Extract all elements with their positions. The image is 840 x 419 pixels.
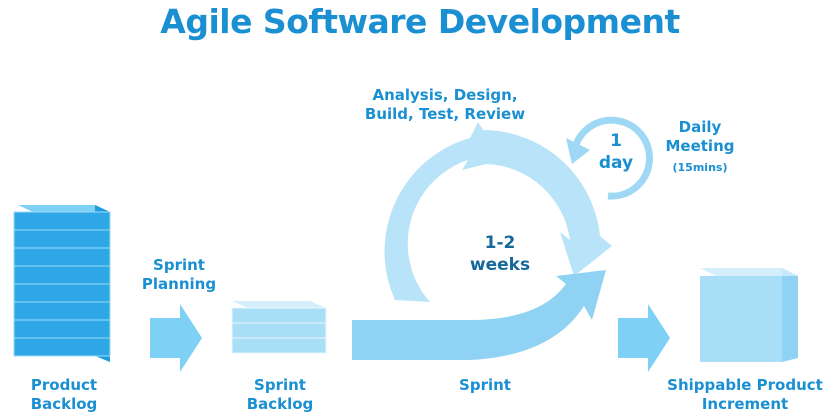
shippable-arrow (618, 304, 670, 372)
daily-meeting-label: Daily Meeting (665, 118, 735, 155)
sprint-backlog-label: Sprint Backlog (246, 376, 314, 413)
day-length-label: 1 day (598, 131, 634, 173)
sprint-label: Sprint (459, 376, 511, 394)
cycle-length-label: 1-2 weeks (469, 233, 531, 275)
page-title: Agile Software Development (160, 2, 680, 41)
shippable-increment-label: Shippable Product Increment (667, 376, 823, 413)
analysis-label: Analysis, Design, Build, Test, Review (364, 86, 526, 123)
daily-cycle-arrow (566, 116, 653, 200)
increment-cube (700, 268, 798, 362)
daily-meeting-duration: (15mins) (672, 161, 728, 174)
sprint-backlog-stack (231, 301, 327, 354)
sprint-planning-arrow (150, 304, 202, 372)
sprint-cycle-arrow (352, 122, 612, 360)
product-backlog-label: Product Backlog (30, 376, 98, 413)
sprint-planning-label: Sprint Planning (141, 256, 217, 293)
product-backlog-stack (13, 205, 111, 362)
